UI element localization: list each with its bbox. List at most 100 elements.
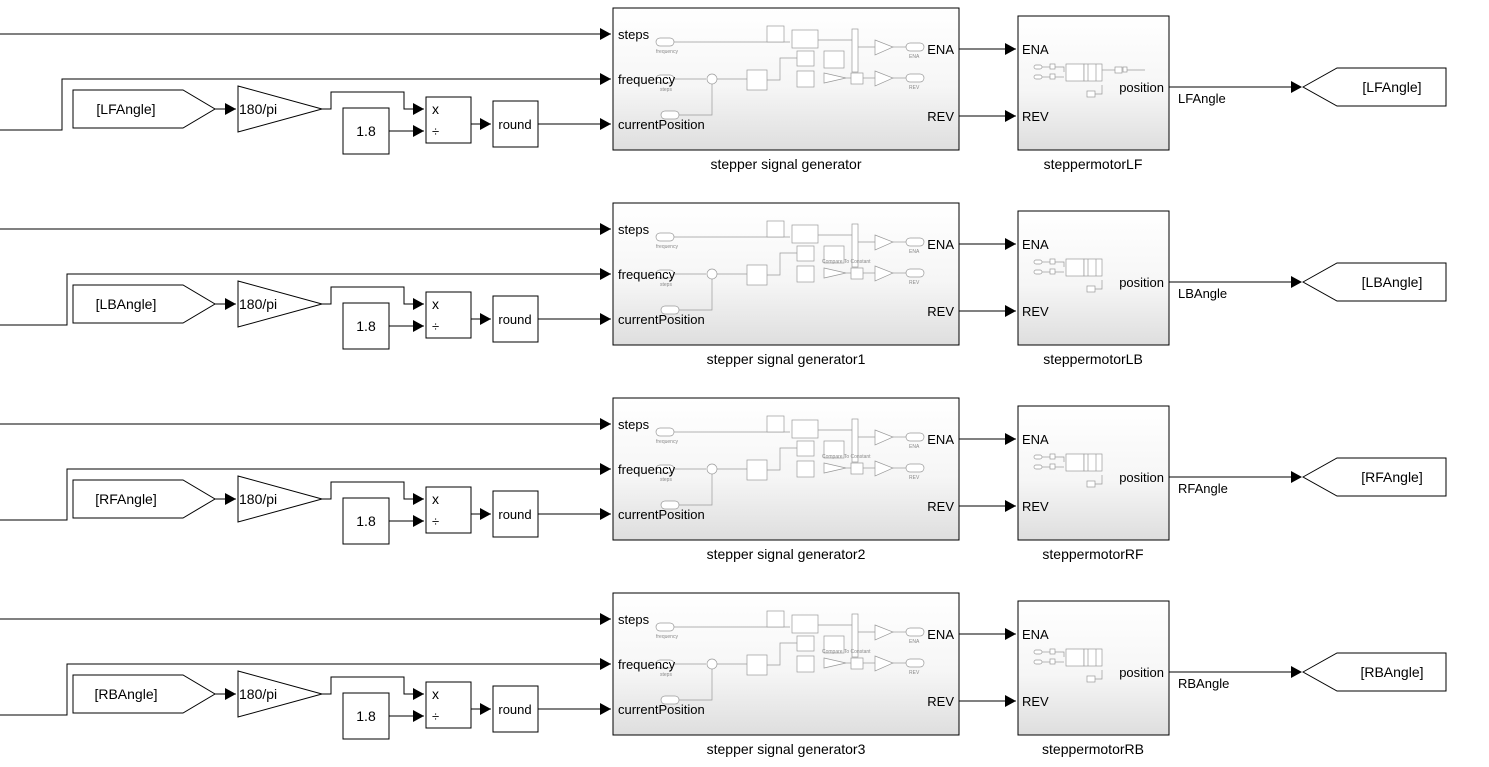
goto-tag-label: [RFAngle] <box>1361 469 1422 485</box>
preview-label: ENA <box>909 444 920 450</box>
round-block[interactable]: round <box>492 490 539 538</box>
preview-element <box>1049 268 1056 275</box>
preview-element <box>796 245 815 262</box>
preview-element <box>766 610 785 628</box>
round-block[interactable]: round <box>492 100 539 148</box>
preview-inport <box>655 232 675 242</box>
preview-element <box>767 447 797 471</box>
preview-element <box>823 50 845 69</box>
frequency-signal-line <box>0 468 611 521</box>
subsystem-name-label: steppermotorLF <box>1044 156 1143 172</box>
arrowhead <box>413 103 424 115</box>
subsystem-shape <box>1017 600 1170 736</box>
from-tag-label: [RFAngle] <box>95 491 156 507</box>
port-label-current-position: currentPosition <box>618 312 705 327</box>
preview-label: steps <box>660 672 672 678</box>
multiply-sign: x <box>432 491 439 507</box>
gain-block[interactable]: 180/pi <box>237 670 324 718</box>
arrowhead <box>1291 276 1302 288</box>
from-block-rbangle[interactable]: [RBAngle] <box>72 674 216 714</box>
row-lfangle: [LFAngle] 180/pi 1.8 x÷ round frequencystepsE… <box>0 7 1447 172</box>
preview-element <box>1033 74 1043 80</box>
preview-element <box>1095 670 1103 680</box>
arrowhead <box>1005 695 1016 707</box>
gain-block[interactable]: 180/pi <box>237 475 324 523</box>
preview-element <box>706 463 718 475</box>
round-block-shape <box>492 100 539 148</box>
preview-element <box>850 462 864 475</box>
goto-block-rfangle[interactable]: [RFAngle] <box>1301 457 1447 497</box>
preview-label: REV <box>909 475 920 481</box>
product-block-shape <box>425 96 472 144</box>
subsystem-shape <box>1017 210 1170 346</box>
preview-element <box>1083 258 1103 277</box>
from-block-lfangle[interactable]: [LFAngle] <box>72 89 216 129</box>
round-block[interactable]: round <box>492 685 539 733</box>
product-block[interactable]: x÷ <box>425 291 472 339</box>
preview-element <box>874 39 894 56</box>
port-label-position: position <box>1119 470 1164 485</box>
divide-sign: ÷ <box>432 319 439 334</box>
arrowhead <box>600 418 611 430</box>
round-label: round <box>498 507 531 522</box>
preview-element <box>1049 453 1056 460</box>
subsystem-name-label: stepper signal generator2 <box>707 546 866 562</box>
port-label-position: position <box>1119 275 1164 290</box>
row-rbangle: [RBAngle] 180/pi 1.8 x÷ round frequencystepsE… <box>0 592 1447 757</box>
preview-label: steps <box>660 87 672 93</box>
preview-element <box>1065 648 1085 667</box>
preview-element <box>1065 63 1085 82</box>
preview-element <box>746 69 768 91</box>
gain-block[interactable]: 180/pi <box>237 85 324 133</box>
preview-element <box>796 635 815 652</box>
port-label-position: position <box>1119 665 1164 680</box>
product-block[interactable]: x÷ <box>425 681 472 729</box>
preview-element <box>796 265 815 283</box>
goto-block-shape <box>1301 262 1447 302</box>
signal-name-label: RFAngle <box>1178 481 1228 496</box>
arrowhead <box>600 28 611 40</box>
preview-element <box>823 72 847 84</box>
preview-element <box>1049 658 1056 665</box>
preview-element <box>1049 63 1056 70</box>
gain-block-shape <box>237 475 324 523</box>
goto-block-lbangle[interactable]: [LBAngle] <box>1301 262 1447 302</box>
port-label-rev: REV <box>1022 109 1049 124</box>
port-label-steps: steps <box>618 222 650 237</box>
divide-sign: ÷ <box>432 514 439 529</box>
gain-block[interactable]: 180/pi <box>237 280 324 328</box>
round-block[interactable]: round <box>492 295 539 343</box>
preview-inport <box>655 427 675 437</box>
product-block[interactable]: x÷ <box>425 486 472 534</box>
signal-line <box>322 481 424 500</box>
preview-outport <box>905 237 925 247</box>
constant-block[interactable]: 1.8 <box>342 107 390 155</box>
arrowhead <box>413 125 424 137</box>
stepper-signal-generator-block[interactable]: frequencystepsENAREVstepsfrequencycurren… <box>612 7 960 151</box>
constant-block-shape <box>342 497 390 545</box>
goto-block-lfangle[interactable]: [LFAngle] <box>1301 67 1447 107</box>
subsystem-name-label: stepper signal generator1 <box>707 351 866 367</box>
constant-block[interactable]: 1.8 <box>342 692 390 740</box>
goto-block-rbangle[interactable]: [RBAngle] <box>1301 652 1447 692</box>
from-block-rfangle[interactable]: [RFAngle] <box>72 479 216 519</box>
constant-block[interactable]: 1.8 <box>342 302 390 350</box>
preview-element <box>1033 464 1043 470</box>
round-label: round <box>498 702 531 717</box>
from-block-lbangle[interactable]: [LBAngle] <box>72 284 216 324</box>
preview-outport <box>905 73 925 83</box>
constant-block[interactable]: 1.8 <box>342 497 390 545</box>
constant-block-shape <box>342 692 390 740</box>
preview-element <box>1033 64 1043 70</box>
preview-element <box>791 29 819 49</box>
product-block[interactable]: x÷ <box>425 96 472 144</box>
signal-line <box>322 286 424 305</box>
